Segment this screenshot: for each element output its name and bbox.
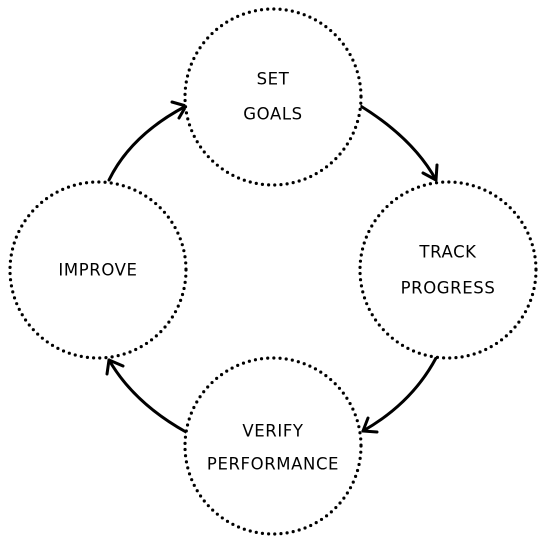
track-progress-label-line-1: TRACK: [418, 243, 477, 262]
set-goals-label-line-1: SET: [257, 70, 290, 89]
verify-performance-label-line-1: VERIFY: [242, 422, 304, 441]
arrow-verify-performance-to-improve: [107, 358, 188, 434]
verify-performance-circle: [183, 356, 363, 536]
arrow-set-goals-to-track-progress: [357, 103, 438, 182]
arrowhead-improve: [105, 358, 125, 376]
set-goals-label-line-2: GOALS: [243, 105, 302, 124]
arrowhead-track-progress: [421, 163, 439, 182]
node-verify-performance: VERIFY PERFORMANCE: [183, 356, 363, 536]
improve-circle: [8, 180, 188, 360]
verify-performance-label-line-2: PERFORMANCE: [207, 455, 339, 474]
node-improve: IMPROVE: [8, 180, 188, 360]
set-goals-circle: [183, 7, 363, 187]
node-set-goals: SET GOALS: [183, 7, 363, 187]
track-progress-label-line-2: PROGRESS: [401, 279, 496, 298]
track-progress-circle: [358, 180, 538, 360]
arrowhead-verify-performance: [361, 416, 379, 434]
arrow-improve-to-set-goals: [107, 104, 188, 182]
cycle-arrows: [105, 100, 439, 434]
arrow-track-progress-to-verify-performance: [361, 356, 438, 433]
node-track-progress: TRACK PROGRESS: [358, 180, 538, 360]
improve-label: IMPROVE: [58, 261, 137, 280]
